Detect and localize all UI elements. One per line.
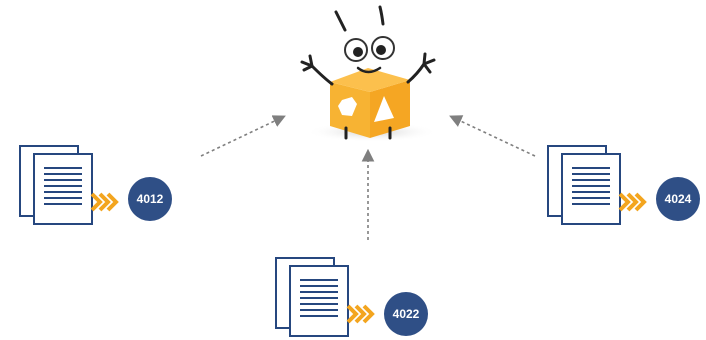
document-stack-icon bbox=[547, 145, 621, 225]
code-badge bbox=[384, 292, 428, 336]
code-badge-label: 4012 bbox=[137, 192, 164, 206]
triple-chevron-right-icon bbox=[90, 192, 119, 212]
document-stack-icon bbox=[275, 257, 349, 337]
submission-node-bottom: 4022 bbox=[275, 257, 428, 337]
arrow-left-to-mascot bbox=[200, 115, 286, 157]
submission-node-left: 4012 bbox=[19, 145, 172, 225]
shape-sorter-box-mascot-icon bbox=[300, 5, 438, 142]
arrow-right-to-mascot bbox=[449, 115, 536, 157]
code-badge-label: 4022 bbox=[393, 307, 420, 321]
document-stack-icon bbox=[19, 145, 93, 225]
triple-chevron-right-icon bbox=[618, 192, 647, 212]
triple-chevron-right-icon bbox=[346, 304, 375, 324]
submission-node-right: 4024 bbox=[547, 145, 700, 225]
code-badge bbox=[656, 177, 700, 221]
code-badge-label: 4024 bbox=[665, 192, 692, 206]
code-badge bbox=[128, 177, 172, 221]
